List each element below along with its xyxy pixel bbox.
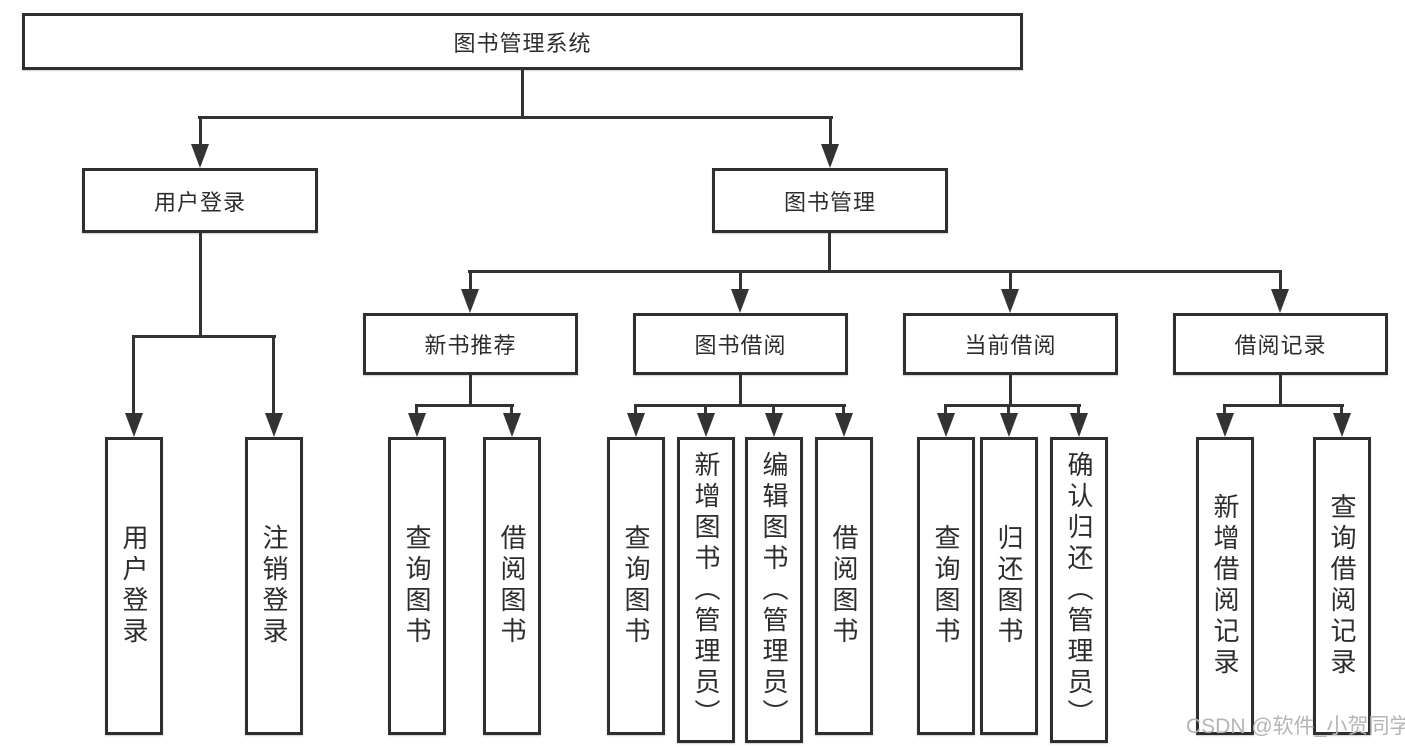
leaf-newbook-borrow-books: 借阅图书 — [483, 437, 541, 735]
node-current-borrow: 当前借阅 — [903, 313, 1118, 375]
connector-root-hbar — [198, 116, 833, 119]
leaf-current-confirm-return-admin-label: 确认归还（管理员） — [1064, 450, 1094, 730]
leaf-records-add-record: 新增借阅记录 — [1196, 437, 1254, 735]
arrow-down-leaf — [408, 413, 426, 437]
connector-records-trunk — [1279, 375, 1282, 406]
node-book-borrow: 图书借阅 — [633, 313, 848, 375]
node-user-login-label: 用户登录 — [153, 189, 246, 215]
leaf-borrow-add-books-admin: 新增图书（管理员） — [677, 437, 735, 743]
connector-book-mgmt-hbar — [468, 270, 1282, 273]
leaf-borrow-add-books-admin-label: 新增图书（管理员） — [691, 450, 721, 730]
arrow-down-user-login — [191, 144, 209, 168]
arrow-down-leaf — [1000, 413, 1018, 437]
connector-user-login-hbar — [132, 335, 276, 338]
connector-stub — [842, 404, 845, 414]
arrow-down-leaf — [835, 413, 853, 437]
connector-stub — [944, 404, 947, 414]
connector-records-hbar — [1223, 404, 1344, 407]
arrow-down-leaf — [697, 413, 715, 437]
arrow-down-leaf — [1216, 413, 1234, 437]
node-new-book-recommend-label: 新书推荐 — [424, 333, 517, 358]
connector-to-user-login — [199, 116, 202, 146]
connector-stub — [1340, 404, 1343, 414]
connector-to-leaf-login — [132, 335, 135, 415]
leaf-records-query-record-label: 查询借阅记录 — [1327, 493, 1357, 679]
node-user-login: 用户登录 — [82, 168, 318, 233]
leaf-user-login-label: 用户登录 — [119, 524, 149, 648]
node-current-borrow-label: 当前借阅 — [964, 333, 1057, 358]
leaf-current-return-books: 归还图书 — [980, 437, 1038, 735]
leaf-current-return-books-label: 归还图书 — [994, 524, 1024, 648]
csdn-watermark: CSDN @软件_小贺同学 — [1186, 715, 1405, 738]
connector-bookborrow-hbar — [634, 404, 846, 407]
connector-currentborrow-trunk — [1009, 375, 1012, 406]
leaf-current-query-books-label: 查询图书 — [931, 524, 961, 648]
connector-newbook-trunk — [469, 375, 472, 406]
node-book-management-label: 图书管理 — [783, 189, 876, 215]
connector-newbook-hbar — [415, 404, 514, 407]
connector-stub — [704, 404, 707, 414]
leaf-newbook-query-books: 查询图书 — [388, 437, 446, 735]
leaf-borrow-borrow-books: 借阅图书 — [815, 437, 873, 735]
node-book-borrow-label: 图书借阅 — [694, 333, 787, 358]
leaf-records-query-record: 查询借阅记录 — [1313, 437, 1371, 735]
connector-to-borrow-records — [1279, 270, 1282, 290]
node-root-label: 图书管理系统 — [453, 30, 592, 56]
connector-to-book-management — [829, 116, 832, 146]
leaf-current-query-books: 查询图书 — [917, 437, 975, 735]
arrow-down-new-book — [461, 289, 479, 313]
arrow-down-leaf — [937, 413, 955, 437]
connector-bookborrow-trunk — [739, 375, 742, 406]
arrow-down-book-borrow — [731, 289, 749, 313]
arrow-down-leaf-login — [125, 413, 143, 437]
arrow-down-leaf-logout — [265, 413, 283, 437]
leaf-borrow-edit-books-admin-label: 编辑图书（管理员） — [759, 450, 789, 730]
node-book-management: 图书管理 — [712, 168, 948, 233]
connector-stub — [1007, 404, 1010, 414]
connector-to-current-borrow — [1009, 270, 1012, 290]
leaf-user-login: 用户登录 — [105, 437, 163, 735]
leaf-borrow-query-books: 查询图书 — [607, 437, 665, 735]
connector-stub — [510, 404, 513, 414]
leaf-newbook-borrow-books-label: 借阅图书 — [497, 524, 527, 648]
arrow-down-leaf — [765, 413, 783, 437]
arrow-down-book-management — [821, 144, 839, 168]
connector-stub — [415, 404, 418, 414]
node-borrow-records-label: 借阅记录 — [1234, 333, 1327, 358]
arrow-down-current-borrow — [1001, 289, 1019, 313]
connector-to-book-borrow — [739, 270, 742, 290]
connector-stub — [772, 404, 775, 414]
leaf-records-add-record-label: 新增借阅记录 — [1210, 493, 1240, 679]
connector-to-new-book — [469, 270, 472, 290]
connector-stub — [1223, 404, 1226, 414]
connector-stub — [634, 404, 637, 414]
arrow-down-leaf — [1070, 413, 1088, 437]
connector-book-mgmt-trunk — [828, 233, 831, 273]
connector-root-trunk — [521, 69, 524, 118]
arrow-down-leaf — [503, 413, 521, 437]
arrow-down-leaf — [627, 413, 645, 437]
leaf-logout-label: 注销登录 — [259, 524, 289, 648]
node-borrow-records: 借阅记录 — [1173, 313, 1388, 375]
node-root: 图书管理系统 — [22, 13, 1023, 70]
leaf-borrow-borrow-books-label: 借阅图书 — [829, 524, 859, 648]
leaf-borrow-edit-books-admin: 编辑图书（管理员） — [745, 437, 803, 743]
connector-stub — [1077, 404, 1080, 414]
arrow-down-leaf — [1333, 413, 1351, 437]
leaf-logout: 注销登录 — [245, 437, 303, 735]
leaf-newbook-query-books-label: 查询图书 — [402, 524, 432, 648]
connector-user-login-trunk — [199, 233, 202, 337]
connector-to-leaf-logout — [272, 335, 275, 415]
node-new-book-recommend: 新书推荐 — [363, 313, 578, 375]
arrow-down-borrow-records — [1271, 289, 1289, 313]
leaf-borrow-query-books-label: 查询图书 — [621, 524, 651, 648]
connector-currentborrow-hbar — [944, 404, 1081, 407]
leaf-current-confirm-return-admin: 确认归还（管理员） — [1050, 437, 1108, 743]
